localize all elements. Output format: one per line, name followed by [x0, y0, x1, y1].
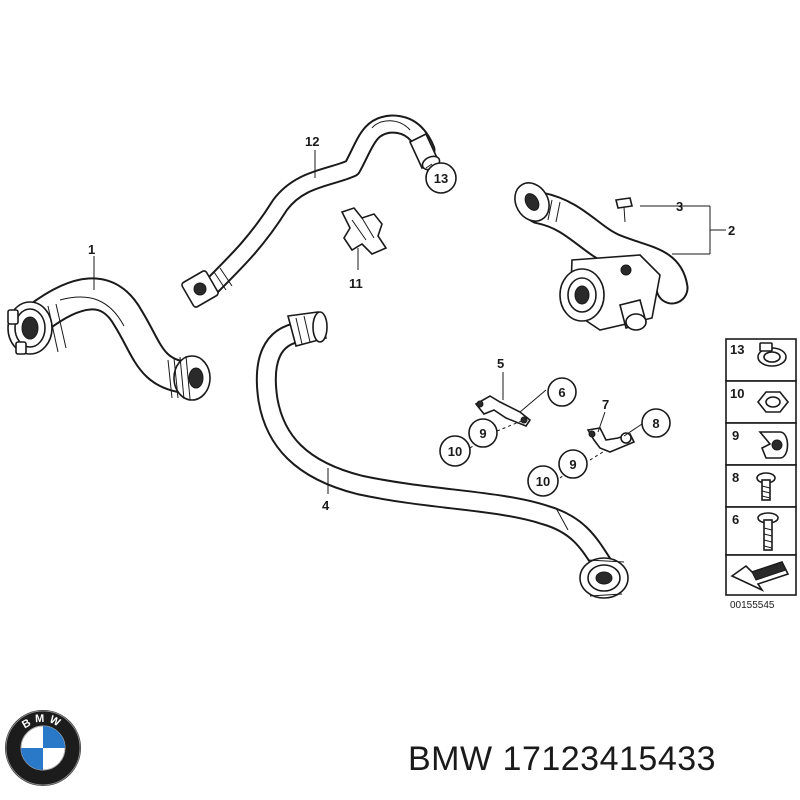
callout-13-circle: [425, 162, 457, 194]
callout-13: 13: [434, 171, 448, 186]
legend-6: 6: [732, 512, 739, 527]
bmw-logo: BMW: [5, 710, 81, 786]
callout-5: 5: [497, 356, 504, 371]
short-bolt-icon: [756, 472, 776, 501]
caption-part-number: 17123415433: [502, 740, 717, 778]
callout-10b-circle: [527, 465, 559, 497]
callout-1: 1: [88, 242, 95, 257]
hose-12: [181, 114, 441, 308]
callout-10a: 10: [448, 444, 462, 459]
arrow-icon: [730, 561, 790, 592]
callout-12: 12: [305, 134, 319, 149]
part-caption: BMW 17123415433: [408, 740, 716, 779]
caption-brand: BMW: [408, 740, 493, 778]
callout-7: 7: [602, 397, 609, 412]
legend-9: 9: [732, 428, 739, 443]
callout-8: 8: [652, 416, 659, 431]
clip-11: [340, 207, 388, 255]
callout-9a-circle: [468, 418, 498, 448]
callout-9b-circle: [558, 449, 588, 479]
bracket-5: [474, 395, 532, 427]
callout-10b: 10: [536, 474, 550, 489]
hose-1: [7, 277, 211, 401]
callout-3: 3: [676, 199, 683, 214]
callout-8-circle: [641, 408, 671, 438]
callout-6-circle: [547, 377, 577, 407]
callout-6: 6: [558, 385, 565, 400]
callout-9b: 9: [569, 457, 576, 472]
hose-4: [255, 311, 629, 599]
hex-nut-icon: [756, 391, 790, 413]
leader-lines: [93, 150, 726, 494]
legend-13: 13: [730, 342, 744, 357]
callouts: 1 2 3 4 5 6 7 8 9 9 10 10 11 12 13: [88, 134, 735, 513]
diagram-number: 00155545: [730, 600, 775, 611]
hose-assembly-2: [514, 182, 689, 331]
callout-11: 11: [349, 276, 363, 291]
legend-8: 8: [732, 470, 739, 485]
callout-10a-circle: [439, 435, 471, 467]
legend-10: 10: [730, 386, 744, 401]
callout-4: 4: [322, 498, 330, 513]
callout-9a: 9: [479, 426, 486, 441]
callout-2: 2: [728, 223, 735, 238]
legend-panel: 13 10 9 8 6: [725, 338, 797, 611]
hose-clamp-icon: [757, 342, 787, 367]
bracket-7: [586, 427, 636, 453]
long-bolt-icon: [757, 512, 779, 551]
grommet-clip-icon: [758, 431, 789, 459]
